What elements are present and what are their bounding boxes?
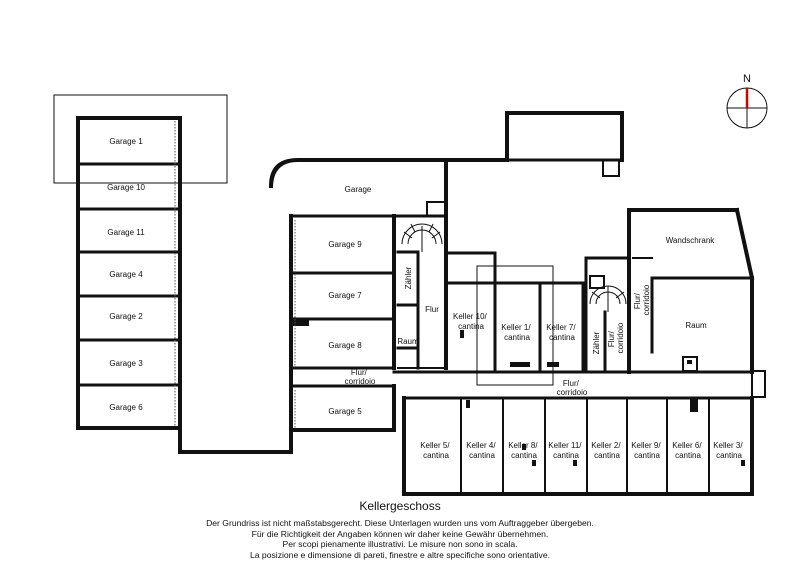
flur-corridoio-left-line-2: corridoio <box>345 377 376 386</box>
label-keller-1: Keller 1/ cantina <box>501 323 533 342</box>
keller-2-line-2: cantina <box>594 451 620 460</box>
plan-title: Kellergeschoss <box>359 499 441 513</box>
keller-11-line-2: cantina <box>553 451 579 460</box>
disclaimer-line-4: La posizione e dimensione di pareti, fin… <box>249 549 550 560</box>
keller-9-line-1: Keller 9/ <box>631 441 661 450</box>
label-keller-5: Keller 5/ cantina <box>420 441 452 460</box>
flur-corridoio-vert-1-line-1: Flur/ <box>607 330 616 347</box>
label-garage-8: Garage 8 <box>328 341 362 350</box>
label-flur-corridoio-vert-2: Flur/ corridoio <box>633 284 651 315</box>
label-garage-4: Garage 4 <box>109 270 143 279</box>
label-keller-3: Keller 3/ cantina <box>713 441 745 460</box>
keller-10-line-1: Keller 10/ <box>453 312 488 321</box>
label-wandschrank: Wandschrank <box>666 236 716 245</box>
keller-7-line-2: cantina <box>549 333 575 342</box>
label-keller-7: Keller 7/ cantina <box>546 323 578 342</box>
label-flur-corridoio-vert-1: Flur/ corridoio <box>607 322 625 353</box>
staircase-left <box>401 223 443 252</box>
keller-9-line-2: cantina <box>634 451 660 460</box>
disclaimer-line-1: Der Grundriss ist nicht maßstabsgerecht.… <box>206 518 594 528</box>
stair-flur-block <box>396 201 448 370</box>
label-keller-6: Keller 6/ cantina <box>672 441 704 460</box>
keller-6-line-1: Keller 6/ <box>672 441 702 450</box>
flur-corridoio-main-line-1: Flur/ <box>563 379 580 388</box>
keller-1-line-1: Keller 1/ <box>501 323 531 332</box>
flur-corridoio-main-line-2: corridoio <box>557 388 588 397</box>
disclaimer-line-3: Per scopi pienamente illustrativi. Le mi… <box>282 539 518 550</box>
label-garage-3: Garage 3 <box>109 359 143 368</box>
label-garage-2: Garage 2 <box>109 312 143 321</box>
garage-frame-outline <box>53 94 228 184</box>
keller-4-line-2: cantina <box>469 451 495 460</box>
keller-3-line-1: Keller 3/ <box>713 441 743 450</box>
keller-5-line-2: cantina <box>423 451 449 460</box>
label-zaehler-right: Zähler <box>592 331 601 354</box>
central-garage-block <box>268 158 448 432</box>
room-labels: Garage 1 Garage 10 Garage 11 Garage 4 Ga… <box>107 137 745 460</box>
label-keller-4: Keller 4/ cantina <box>466 441 498 460</box>
north-compass: N <box>726 73 768 129</box>
keller-5-line-1: Keller 5/ <box>420 441 450 450</box>
keller-3-line-2: cantina <box>716 451 742 460</box>
left-garage-column <box>53 94 228 430</box>
upper-right-block <box>444 111 624 177</box>
keller-8-line-1: Keller 8/ <box>508 441 538 450</box>
label-garage-10: Garage 10 <box>107 183 145 192</box>
flur-corridoio-left-line-1: Flur/ <box>351 368 368 377</box>
keller-11-line-1: Keller 11/ <box>548 441 582 450</box>
label-garage-11: Garage 11 <box>107 228 145 237</box>
right-stair-block <box>584 256 630 374</box>
label-raum-small: Raum <box>397 337 419 346</box>
label-garage-7: Garage 7 <box>328 291 362 300</box>
keller-8-line-2: cantina <box>511 451 537 460</box>
keller-2-line-1: Keller 2/ <box>591 441 621 450</box>
label-garage-main: Garage <box>345 185 372 194</box>
keller-7-line-1: Keller 7/ <box>546 323 576 332</box>
flur-corridoio-vert-2-line-1: Flur/ <box>633 292 642 309</box>
label-raum: Raum <box>685 321 707 330</box>
keller-6-line-2: cantina <box>675 451 701 460</box>
flur-corridoio-vert-1-line-2: corridoio <box>616 322 625 353</box>
flur-corridoio-vert-2-line-2: corridoio <box>642 284 651 315</box>
staircase-right <box>589 285 627 312</box>
label-keller-8: Keller 8/ cantina <box>508 441 540 460</box>
label-flur-small: Flur <box>425 305 439 314</box>
label-zaehler-left: Zähler <box>404 266 413 289</box>
label-flur-corridoio-main: Flur/ corridoio <box>557 379 588 397</box>
label-keller-11: Keller 11/ cantina <box>548 441 583 460</box>
keller-1-line-2: cantina <box>504 333 530 342</box>
label-garage-9: Garage 9 <box>328 240 362 249</box>
disclaimer-line-2: Für die Richtigkeit der Angaben können w… <box>251 528 549 539</box>
label-garage-1: Garage 1 <box>109 137 143 146</box>
keller-4-line-1: Keller 4/ <box>466 441 496 450</box>
label-keller-9: Keller 9/ cantina <box>631 441 663 460</box>
lower-cellars <box>402 396 754 496</box>
compass-n-label: N <box>743 73 751 85</box>
keller-10-line-2: cantina <box>458 322 484 331</box>
overlay-outline <box>476 265 554 386</box>
disclaimer: Der Grundriss ist nicht maßstabsgerecht.… <box>0 518 800 560</box>
label-keller-2: Keller 2/ cantina <box>591 441 623 460</box>
middle-cellars <box>444 251 585 386</box>
label-flur-corridoio-left: Flur/ corridoio <box>345 368 376 386</box>
right-block <box>627 207 755 374</box>
label-keller-10: Keller 10/ cantina <box>453 312 489 331</box>
label-garage-6: Garage 6 <box>109 403 143 412</box>
label-garage-5: Garage 5 <box>328 407 362 416</box>
